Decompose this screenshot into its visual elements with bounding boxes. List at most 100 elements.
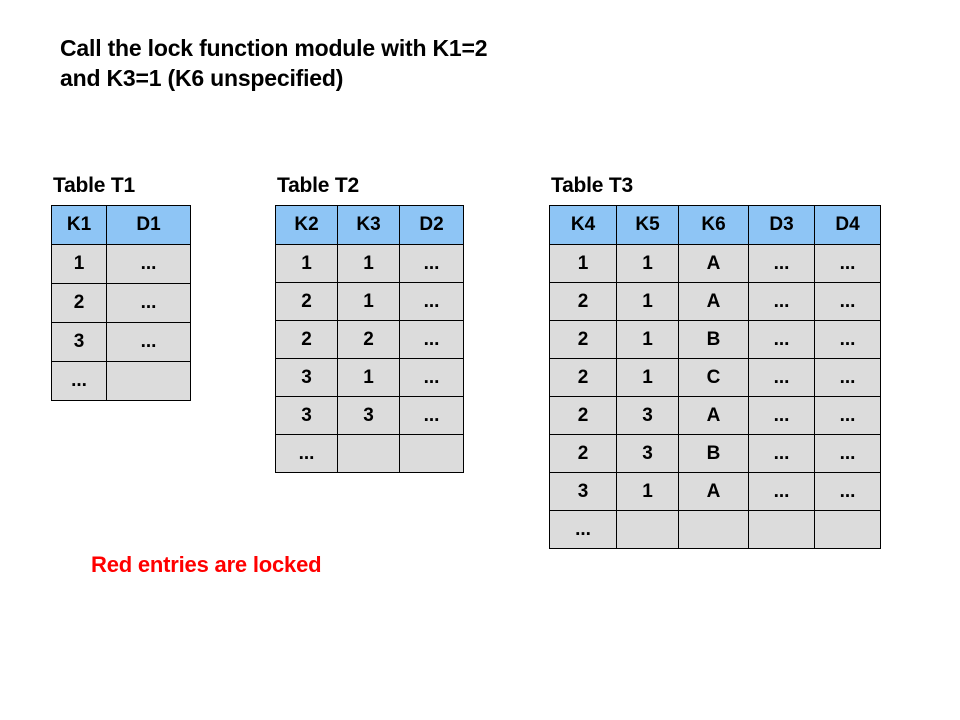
cell-k6: A xyxy=(678,244,749,283)
cell-d4: ... xyxy=(814,358,881,397)
cell-k3: 3 xyxy=(337,396,400,435)
cell-k6-ellipsis xyxy=(678,510,749,549)
table-block-t3: Table T3 K4 K5 K6 D3 D4 1 1 A ... ... 2 … xyxy=(549,175,881,549)
table-row: 3 1 ... xyxy=(275,358,464,397)
cell-k5: 3 xyxy=(616,434,679,473)
table-row: 3 3 ... xyxy=(275,396,464,435)
cell-d2: ... xyxy=(399,244,464,283)
table-row-ellipsis: ... xyxy=(51,361,191,401)
cell-k2: 2 xyxy=(275,282,338,321)
cell-d3: ... xyxy=(748,282,815,321)
cell-d2: ... xyxy=(399,282,464,321)
table-header-row: K2 K3 D2 xyxy=(275,205,464,245)
column-header-k2: K2 xyxy=(275,205,338,245)
cell-d2: ... xyxy=(399,358,464,397)
table-row: 2 2 ... xyxy=(275,320,464,359)
table-row-ellipsis: ... xyxy=(549,510,881,549)
cell-k6: A xyxy=(678,282,749,321)
column-header-k4: K4 xyxy=(549,205,617,245)
cell-k6: B xyxy=(678,320,749,359)
cell-d3: ... xyxy=(748,320,815,359)
cell-d4: ... xyxy=(814,282,881,321)
column-header-d3: D3 xyxy=(748,205,815,245)
table-row: 2 1 B ... ... xyxy=(549,320,881,359)
cell-d3: ... xyxy=(748,434,815,473)
cell-k4: 3 xyxy=(549,472,617,511)
table-row: 2 1 ... xyxy=(275,282,464,321)
column-header-k6: K6 xyxy=(678,205,749,245)
cell-k2-ellipsis: ... xyxy=(275,434,338,473)
cell-d1-ellipsis xyxy=(106,361,191,401)
cell-d4: ... xyxy=(814,244,881,283)
cell-d2: ... xyxy=(399,396,464,435)
column-header-d1: D1 xyxy=(106,205,191,245)
cell-k4-ellipsis: ... xyxy=(549,510,617,549)
cell-d1: ... xyxy=(106,283,191,323)
cell-k2: 2 xyxy=(275,320,338,359)
cell-k5: 1 xyxy=(616,320,679,359)
table-row: 3 1 A ... ... xyxy=(549,472,881,511)
table-row: 2 ... xyxy=(51,283,191,323)
cell-k2: 3 xyxy=(275,358,338,397)
cell-k4: 2 xyxy=(549,282,617,321)
table-row: 2 1 C ... ... xyxy=(549,358,881,397)
table-row: 1 ... xyxy=(51,244,191,284)
column-header-d2: D2 xyxy=(399,205,464,245)
cell-k4: 1 xyxy=(549,244,617,283)
cell-k1-ellipsis: ... xyxy=(51,361,107,401)
cell-k3: 2 xyxy=(337,320,400,359)
cell-k5-ellipsis xyxy=(616,510,679,549)
cell-k5: 1 xyxy=(616,358,679,397)
page-title: Call the lock function module with K1=2 … xyxy=(60,35,488,91)
table-row: 3 ... xyxy=(51,322,191,362)
cell-k4: 2 xyxy=(549,396,617,435)
table-caption-t2: Table T2 xyxy=(277,174,360,197)
cell-k3: 1 xyxy=(337,244,400,283)
cell-k2: 1 xyxy=(275,244,338,283)
cell-k5: 1 xyxy=(616,472,679,511)
cell-d2-ellipsis xyxy=(399,434,464,473)
table-row: 1 1 ... xyxy=(275,244,464,283)
cell-k1: 2 xyxy=(51,283,107,323)
cell-d4: ... xyxy=(814,320,881,359)
cell-d4: ... xyxy=(814,472,881,511)
cell-d4-ellipsis xyxy=(814,510,881,549)
cell-k3: 1 xyxy=(337,282,400,321)
cell-k1: 1 xyxy=(51,244,107,284)
cell-d3: ... xyxy=(748,358,815,397)
cell-d1: ... xyxy=(106,244,191,284)
cell-k4: 2 xyxy=(549,358,617,397)
cell-d4: ... xyxy=(814,434,881,473)
table-row: 2 3 B ... ... xyxy=(549,434,881,473)
cell-k6: A xyxy=(678,472,749,511)
cell-d4: ... xyxy=(814,396,881,435)
table-t1: K1 D1 1 ... 2 ... 3 ... ... xyxy=(51,205,191,401)
cell-k4: 2 xyxy=(549,320,617,359)
cell-d1: ... xyxy=(106,322,191,362)
cell-k5: 3 xyxy=(616,396,679,435)
table-row-ellipsis: ... xyxy=(275,434,464,473)
cell-d3: ... xyxy=(748,244,815,283)
cell-k6: C xyxy=(678,358,749,397)
legend-red-entries-locked: Red entries are locked xyxy=(91,552,322,577)
cell-k6: A xyxy=(678,396,749,435)
cell-d3: ... xyxy=(748,472,815,511)
column-header-k1: K1 xyxy=(51,205,107,245)
cell-k3-ellipsis xyxy=(337,434,400,473)
table-block-t2: Table T2 K2 K3 D2 1 1 ... 2 1 ... 2 2 xyxy=(275,175,464,473)
cell-k3: 1 xyxy=(337,358,400,397)
table-row: 2 1 A ... ... xyxy=(549,282,881,321)
cell-d2: ... xyxy=(399,320,464,359)
table-row: 2 3 A ... ... xyxy=(549,396,881,435)
cell-d3-ellipsis xyxy=(748,510,815,549)
table-caption-t3: Table T3 xyxy=(551,174,634,197)
table-caption-t1: Table T1 xyxy=(53,174,136,197)
column-header-k5: K5 xyxy=(616,205,679,245)
table-header-row: K4 K5 K6 D3 D4 xyxy=(549,205,881,245)
cell-d3: ... xyxy=(748,396,815,435)
column-header-d4: D4 xyxy=(814,205,881,245)
column-header-k3: K3 xyxy=(337,205,400,245)
table-t2: K2 K3 D2 1 1 ... 2 1 ... 2 2 ... 3 xyxy=(275,205,464,473)
table-row: 1 1 A ... ... xyxy=(549,244,881,283)
table-header-row: K1 D1 xyxy=(51,205,191,245)
